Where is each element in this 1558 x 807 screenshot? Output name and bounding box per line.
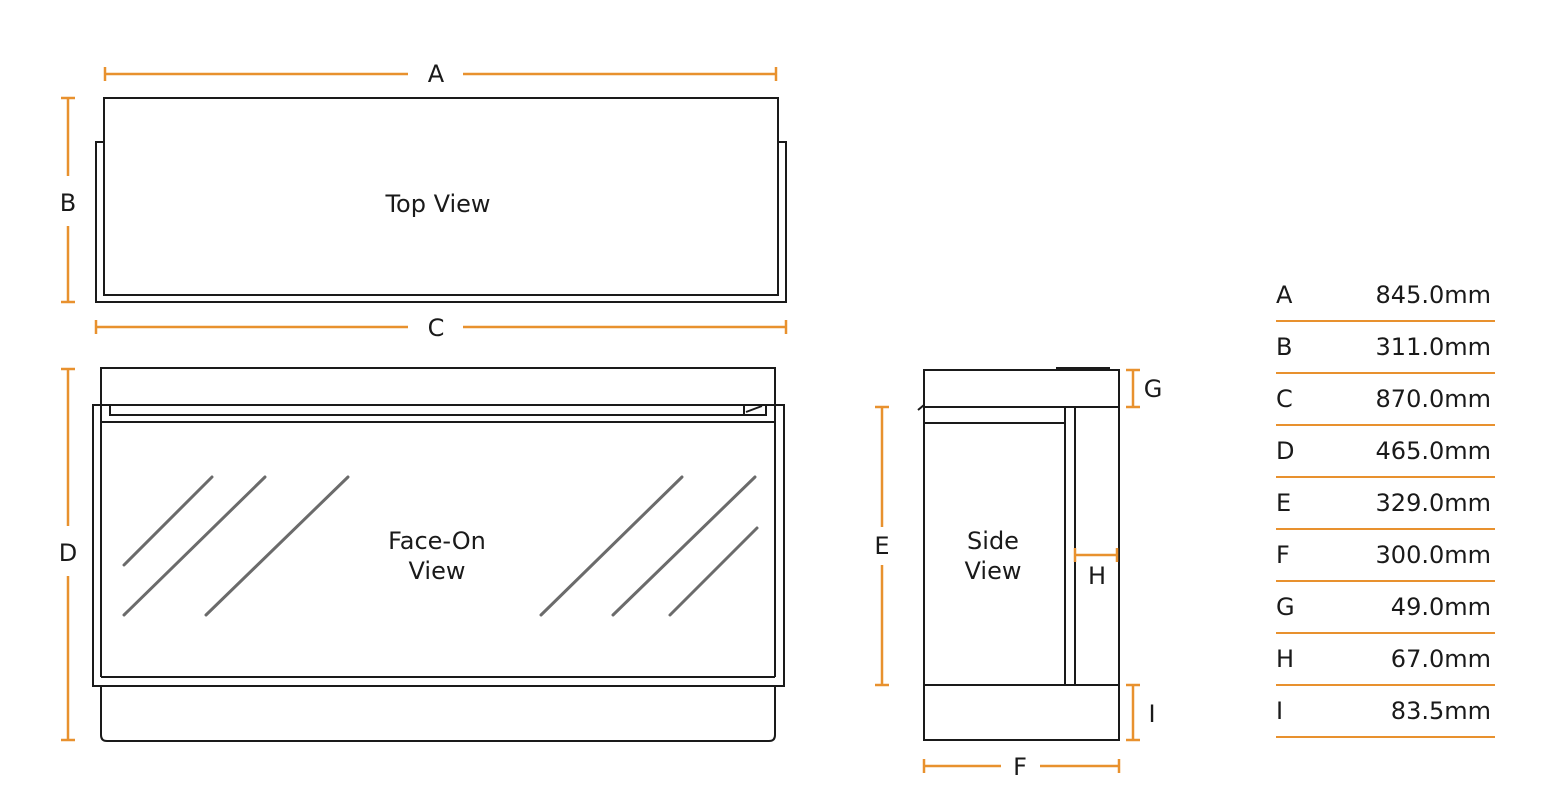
table-row: B 311.0mm — [1276, 322, 1495, 374]
table-row: C 870.0mm — [1276, 374, 1495, 426]
table-row: A 845.0mm — [1276, 270, 1495, 322]
top-view-body — [103, 97, 779, 296]
dimension-a-label: A — [428, 60, 445, 88]
side-view-label-line1: Side — [967, 527, 1019, 555]
table-row-key: E — [1276, 489, 1292, 517]
dimension-h-label: H — [1088, 562, 1106, 590]
table-row: I 83.5mm — [1276, 686, 1495, 738]
dimension-g-label: G — [1144, 375, 1163, 403]
dimension-c-label: C — [428, 314, 445, 342]
table-row: D 465.0mm — [1276, 426, 1495, 478]
dimension-b-label: B — [60, 189, 76, 217]
table-row-key: B — [1276, 333, 1293, 361]
dimension-a: A — [103, 60, 778, 88]
table-row-key: G — [1276, 593, 1295, 621]
table-row-key: F — [1276, 541, 1290, 569]
table-row-value: 845.0mm — [1375, 281, 1491, 309]
face-on-view-label-line2: View — [409, 557, 466, 585]
dimension-table: A 845.0mm B 311.0mm C 870.0mm D 465.0mm … — [1276, 270, 1495, 738]
top-view: Top View — [95, 97, 787, 303]
dimension-c: C — [94, 314, 788, 342]
top-view-back-ledge — [95, 141, 787, 303]
table-row-value: 49.0mm — [1390, 593, 1491, 621]
table-row-value: 300.0mm — [1375, 541, 1491, 569]
dimension-e: E — [874, 405, 890, 687]
dimension-h: H — [1073, 548, 1119, 590]
face-bottom-base — [100, 686, 776, 742]
dimension-i: I — [1126, 683, 1156, 742]
table-row-key: C — [1276, 385, 1293, 413]
table-row-value: 311.0mm — [1375, 333, 1491, 361]
side-body — [923, 406, 1120, 686]
face-top-slot — [109, 404, 767, 416]
table-row-key: H — [1276, 645, 1295, 673]
table-row: E 329.0mm — [1276, 478, 1495, 530]
side-view: Side View — [917, 367, 1120, 741]
dimension-b: B — [60, 96, 76, 304]
side-view-label-line2: View — [965, 557, 1022, 585]
side-top-cap — [923, 369, 1120, 408]
dimension-f: F — [922, 753, 1121, 781]
dimension-f-label: F — [1013, 753, 1027, 781]
table-row: F 300.0mm — [1276, 530, 1495, 582]
dimension-i-label: I — [1148, 700, 1155, 728]
table-row-key: D — [1276, 437, 1295, 465]
table-row: G 49.0mm — [1276, 582, 1495, 634]
face-on-view: Face-On View — [92, 367, 785, 742]
table-row: H 67.0mm — [1276, 634, 1495, 686]
dimension-e-label: E — [874, 532, 889, 560]
table-row-key: A — [1276, 281, 1293, 309]
side-base — [923, 684, 1120, 741]
table-row-value: 329.0mm — [1375, 489, 1491, 517]
table-row-value: 83.5mm — [1390, 697, 1491, 725]
top-view-label: Top View — [384, 190, 490, 218]
glass-reflections — [122, 475, 759, 617]
table-row-value: 870.0mm — [1375, 385, 1491, 413]
dimension-d: D — [59, 367, 77, 742]
face-top-panel — [100, 367, 776, 423]
face-on-view-label-line1: Face-On — [388, 527, 486, 555]
dimension-d-label: D — [59, 539, 77, 567]
table-row-value: 465.0mm — [1375, 437, 1491, 465]
table-row-key: I — [1276, 697, 1284, 725]
table-row-value: 67.0mm — [1390, 645, 1491, 673]
dimension-g: G — [1126, 368, 1163, 409]
